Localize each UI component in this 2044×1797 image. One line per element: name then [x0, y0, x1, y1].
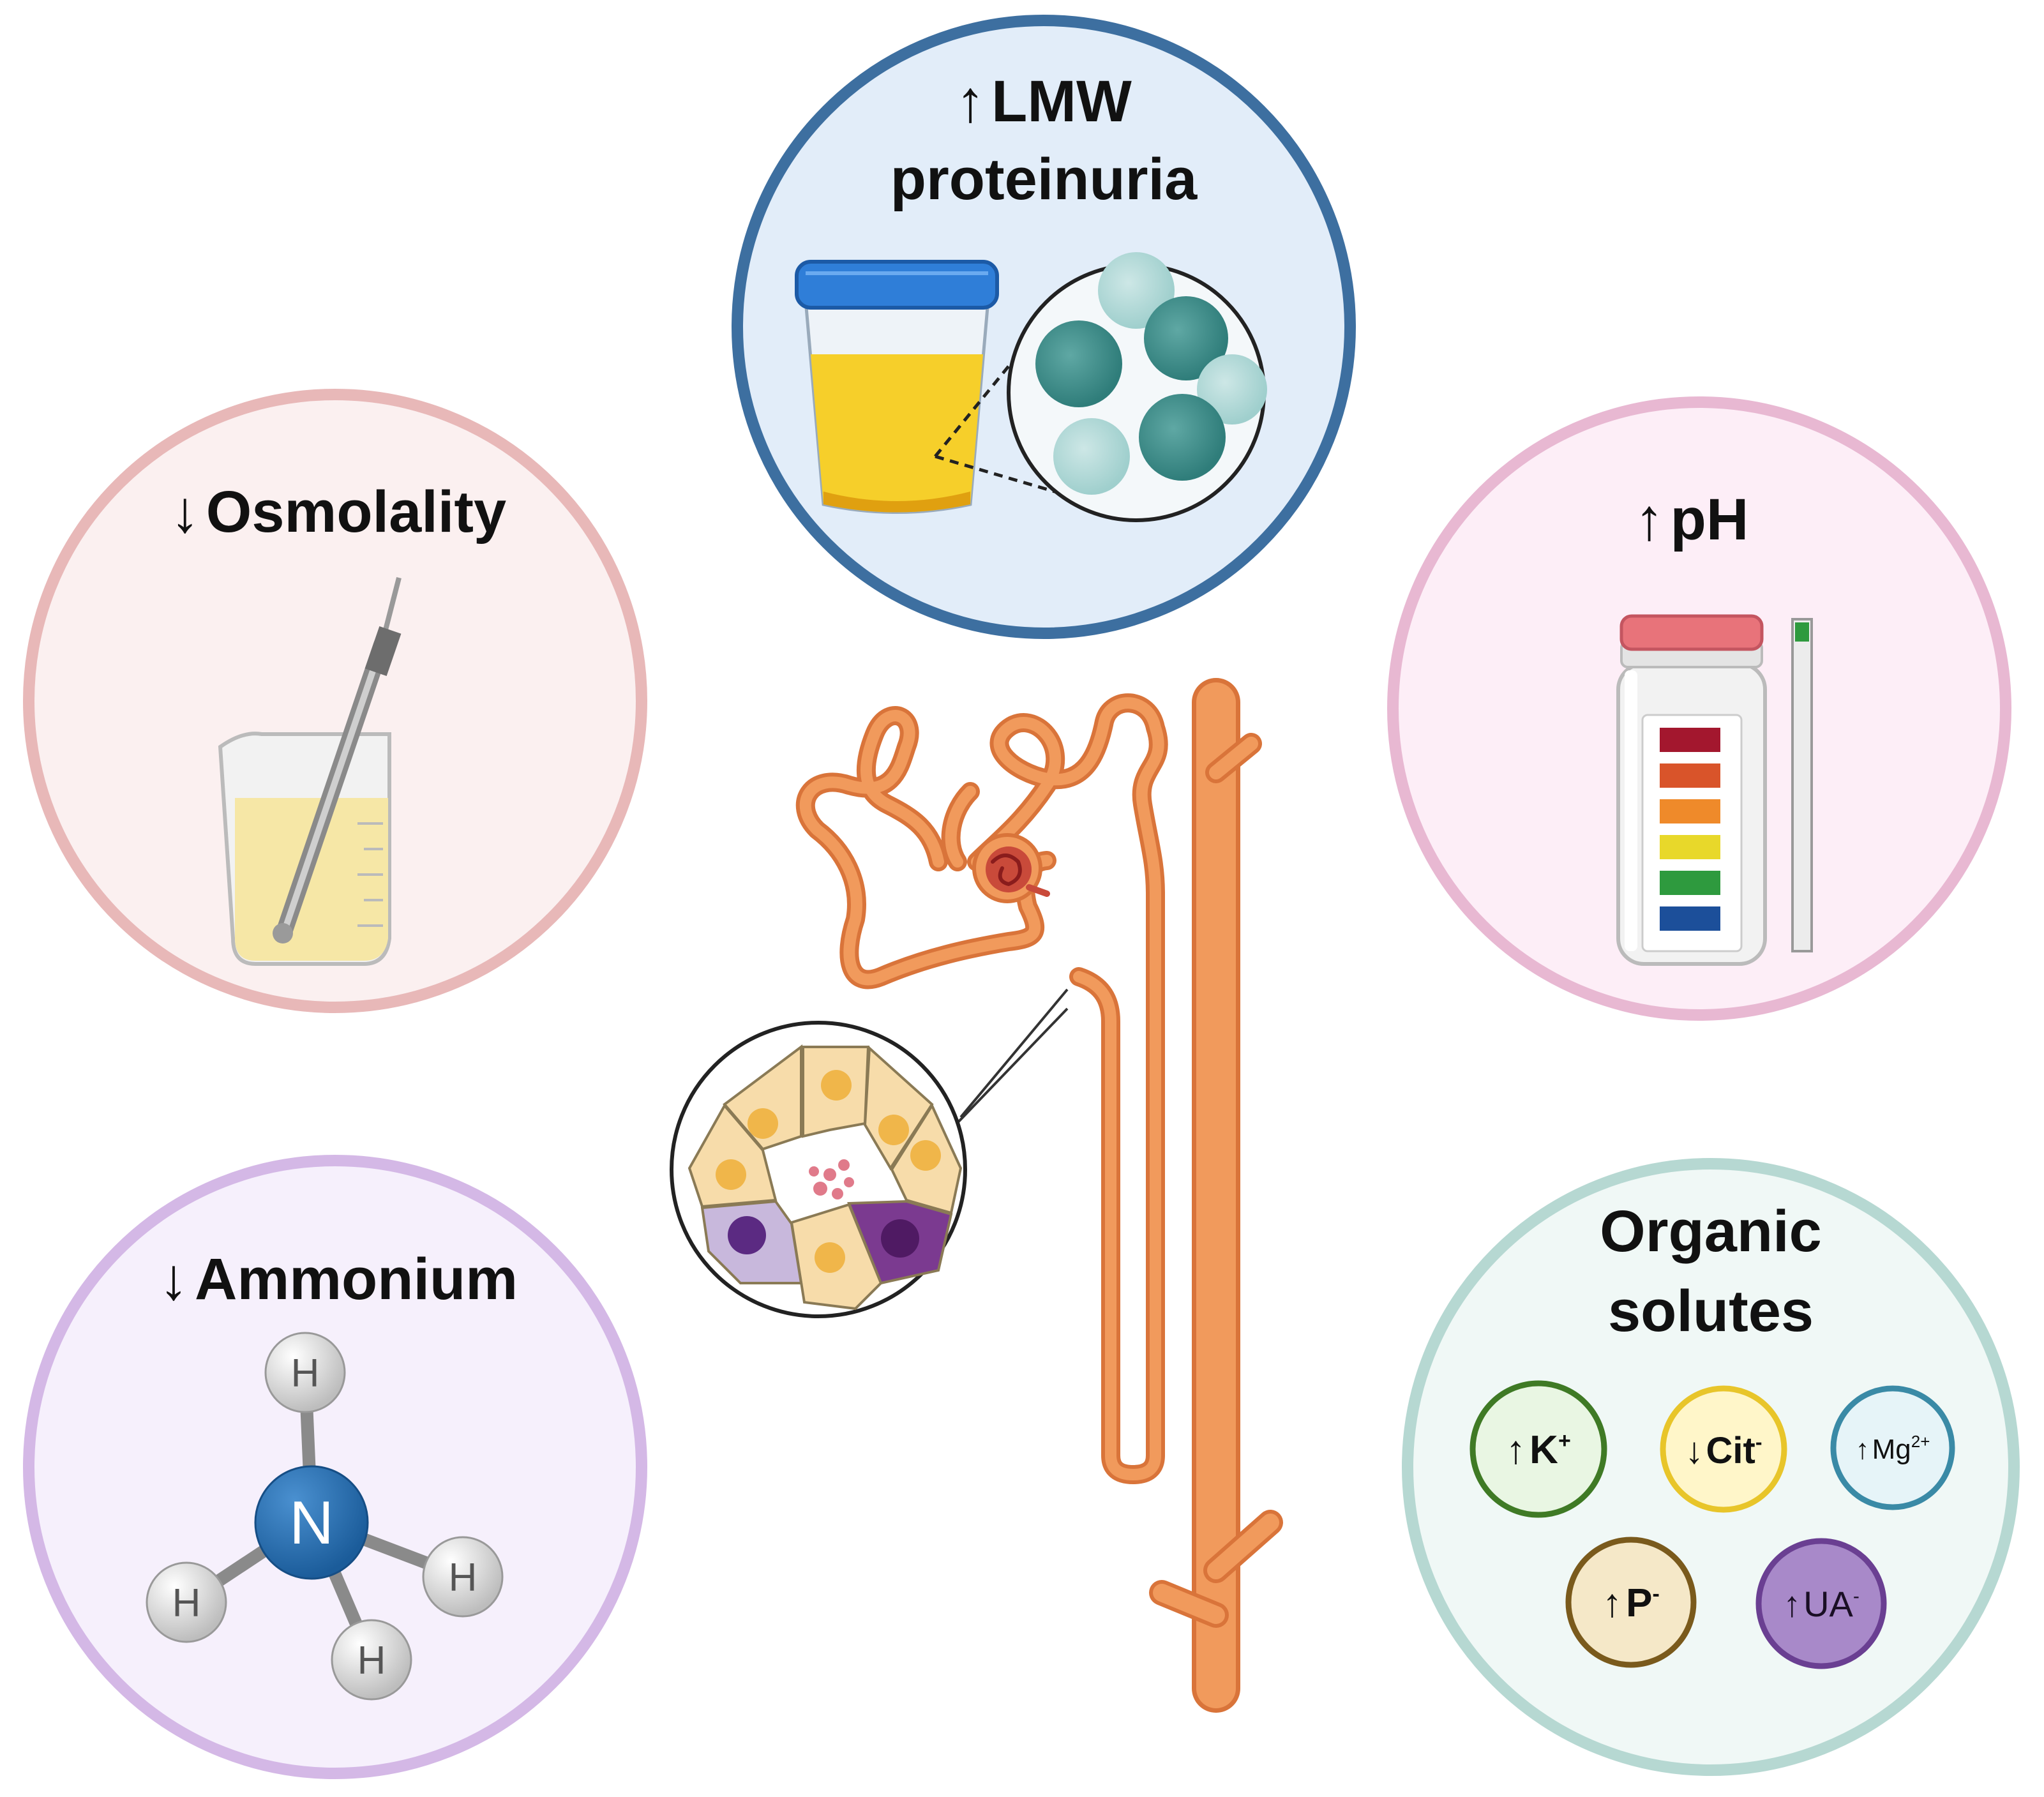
potassium-label: ↑K+ [1506, 1428, 1571, 1472]
cell-nuclei [716, 1070, 941, 1273]
uric-acid-label: ↑UA- [1783, 1584, 1860, 1624]
ph-title: ↑pH [1635, 487, 1749, 552]
hydrogen-label: H [449, 1556, 477, 1600]
osmolality-title: ↓Osmolality [170, 479, 506, 545]
protein-magnifier-icon [1007, 252, 1267, 522]
osmolality-panel-circle [23, 389, 647, 1013]
tubule-cross-section-icon [670, 988, 1069, 1318]
organic-title-line1: Organic [1600, 1199, 1822, 1264]
lmw-proteinuria-panel [732, 15, 1356, 639]
glomerulus-icon [972, 833, 1050, 903]
nitrogen-label: N [289, 1489, 333, 1557]
ph-panel [1387, 396, 2011, 1021]
organic-solutes-panel [1402, 1158, 2020, 1776]
hydrogen-atom [331, 1619, 412, 1701]
hydrogen-label: H [172, 1581, 201, 1625]
lmw-title-line1: ↑LMW [956, 69, 1132, 134]
organic-title-line2: solutes [1608, 1279, 1814, 1344]
magnesium-label: ↑Mg2+ [1856, 1432, 1930, 1465]
phosphate-label: ↑P- [1602, 1581, 1660, 1625]
hydrogen-label: H [357, 1639, 386, 1683]
ph-test-strip-icon [1791, 618, 1813, 952]
lmw-title-line2: proteinuria [890, 147, 1198, 212]
hydrogen-label: H [291, 1351, 320, 1395]
citrate-badge [1660, 1385, 1787, 1513]
ammonium-title: ↓Ammonium [159, 1247, 518, 1312]
osmometer-probe-icon [273, 577, 402, 944]
citrate-label: ↓Cit- [1685, 1430, 1762, 1471]
nephron-illustration [795, 678, 1283, 1713]
cell-debris [809, 1159, 854, 1199]
ammonium-molecule-icon [146, 1332, 504, 1701]
collecting-duct [1149, 678, 1283, 1713]
uric-acid-badge [1755, 1538, 1887, 1669]
hydrogen-atom [264, 1332, 346, 1413]
potassium-badge [1469, 1380, 1607, 1518]
osmolality-panel [23, 389, 647, 1013]
hydrogen-atom [146, 1561, 227, 1643]
ammonium-panel [23, 1155, 647, 1779]
test-strip-bottle-icon [1616, 614, 1767, 966]
phosphate-badge [1565, 1537, 1697, 1668]
magnesium-badge [1830, 1385, 1955, 1510]
urine-cup-icon [795, 260, 999, 514]
nitrogen-atom [254, 1465, 369, 1580]
hydrogen-atom [422, 1536, 504, 1618]
